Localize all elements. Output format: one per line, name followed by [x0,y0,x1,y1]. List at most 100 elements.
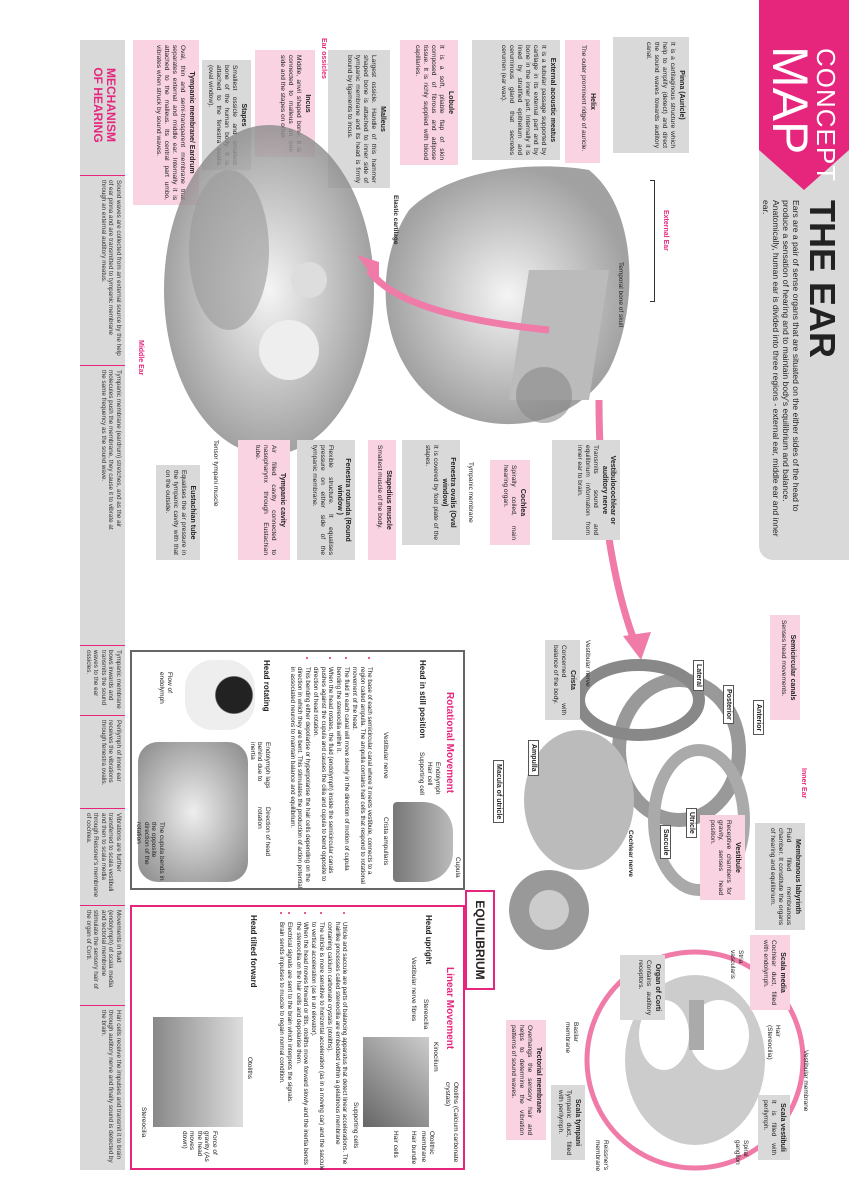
lateral-tag: Lateral [693,660,704,691]
mechanism-title: MECHANISM OF HEARING [80,40,125,170]
stapedius-title: Stapedius muscle [385,470,392,530]
meatus-title: External acoustic meatus [549,57,556,143]
heads-rotating-illustration [185,660,255,730]
pinna-box: Pinna (Auricle)It is a cartilaginous str… [613,37,689,153]
vestibulocochlear-title: Vestibulocochlear or auditory nerve [601,455,616,525]
external-ear-illustration [385,166,630,425]
mechanism-step: Tympanic membrane (eardrum) stretches, a… [80,365,125,535]
macula-tag: Macula of utricle [493,760,504,824]
hair-label: Hair (Stereocilia) [766,1025,782,1060]
head-upright-label: Head upright [424,915,433,965]
fenestra-rotunda-text: Flexible structure. It equalises pressur… [311,445,334,555]
semicircular-title: Semicircular canals [789,634,796,701]
fenestra-rotunda-box: Fenestra rotunda (Round window )Flexible… [297,440,355,560]
linear-bullet: Utricle and saccule are parts of balanci… [326,922,348,1172]
scala-media-title: Scala media [779,952,786,993]
ampulla-tag: Ampulla [528,740,539,776]
vestibule-title: Vestibule [734,842,741,873]
mechanism-step: Vibrations are further transferred to sc… [80,808,125,903]
intro-text: Ears are a pair of sense organs that are… [761,200,801,537]
badge-map: MAP [762,46,818,155]
lobule-text: It is a soft, pliable flap of skin compo… [414,45,445,160]
semicircular-text: Senses head movements. [780,620,787,697]
mechanism-step: Hair cells receive the impulses and tran… [80,1005,125,1170]
rot-cupula: Cupula [454,857,461,878]
inner-ear-label: Inner Ear [800,768,807,799]
lobule-title: Lobule [447,91,454,114]
lin-otoliths-cc: Otoliths (Calcium carbonate crystals) [444,1082,460,1163]
rotational-panel: Rotational Movement Head in still positi… [130,650,465,890]
temporal-bone-label: Temporal bone of skull [617,262,624,328]
linear-bullet: Electrical signals are sent to the brain… [286,922,293,1172]
utricle-tag: Utricle [686,808,697,838]
lin-stereocilia: Stereocilia [422,999,429,1030]
linear-bullet: When the head moves forward or tilts, ot… [294,922,309,1172]
linear-panel: Linear Movement Head upright Otoliths (C… [130,905,465,1170]
tympanic-cavity-text: Air filled cavity connected to nasophary… [254,445,277,555]
tympanic-cavity-title: Tympanic cavity [279,473,286,527]
rotational-bullet: The base of each semicircular canal wher… [351,667,373,892]
rot-direction: Direction of head rotation [256,807,272,857]
helix-title: Helix [589,93,596,110]
membranous-title: Membranous labyrinth [794,838,801,915]
rot-endolymph: Endolymph [434,762,441,795]
equilibrium-title: EQUILIBRIUM [465,890,495,990]
tectorial-text: Overhangs the sensory hair and helps to … [510,1025,533,1135]
membranous-text: Fluid filled membranous chamber. It cons… [769,828,792,925]
rot-bends: The cupula bends in the opposite directi… [135,822,166,881]
rotational-bullet: This bending either depolarise or hyperp… [289,667,311,892]
mechanism-step: Tympanic membrane bows inwards and trans… [80,645,125,713]
vestibulocochlear-text: Transmits sound and equilibrium informat… [576,445,599,535]
lin-otoliths: Otoliths [246,1057,253,1080]
fenestra-ovalis-title: Fenestra ovalis (Oval window) [441,457,456,528]
fenestra-ovalis-text: It is covered by foot plate of the stape… [424,445,439,540]
helix-text: The outer prominent ridge of auricle. [580,45,587,152]
fenestra-rotunda-title: Fenestra rotunda (Round window ) [336,458,351,542]
crista-text: Concerned with balance of the body. [552,645,567,715]
crista-illustration [393,802,453,882]
rotational-title: Rotational Movement [444,692,455,794]
linear-bullet: Brain sends impulses to muscle to regain… [277,922,285,1172]
scala-tympani-title: Scala tympani [574,1098,581,1147]
mechanism-step: Sound waves are collected from an extern… [80,175,125,360]
head-rotating-label: Head rotating [262,660,271,712]
rot-crista: Crista ampullaris [382,817,389,866]
tectorial-title: Tectorial membrane [535,1046,542,1113]
middle-ear-label: Middle Ear [137,340,144,376]
spiral-ganglion-label: Spiral ganglion [734,1140,750,1165]
posterior-tag: Posterior [723,685,734,724]
vestibule-text: Receptive chambers for gravity, senses h… [709,820,732,895]
middle-ear-illustration [164,125,374,455]
external-ear-label: External Ear [662,210,669,251]
reissner-label: Reissner's membrane [594,1140,610,1172]
lin-hair-bundle: Hair bundle [410,1131,417,1165]
rot-vestibular-nerve: Vestibular nerve [382,732,389,779]
scala-vestibuli-title: Scala vestibuli [779,1103,786,1152]
linear-title: Linear Movement [444,967,455,1050]
rot-supporting-cell: Supporting cell [418,752,425,795]
inner-ear-illustration [509,659,750,950]
rotational-bullet: When the head rotates, the fluid (endoly… [312,667,334,892]
tympanic-membrane-label: Tympanic membrane [467,462,474,523]
scala-vestibuli-text: It is filled with perilymph. [762,1100,777,1155]
vestibular-nerve-label: Vestibular nerve [584,640,591,687]
vestibular-membrane-label: Vestibular membrane [802,1050,809,1112]
organ-corti-title: Organ of Corti [654,963,661,1012]
rot-lags: Endolymph lags behind due to inertia [249,742,271,789]
cochlear-nerve-label: Cochlear nerve [627,830,634,877]
